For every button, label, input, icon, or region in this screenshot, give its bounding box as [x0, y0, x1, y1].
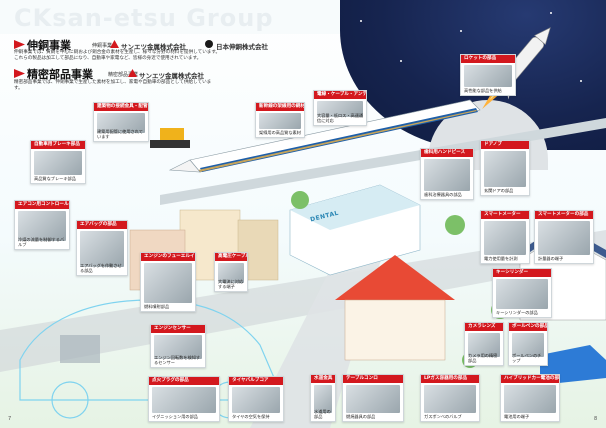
ballpen-image: [512, 333, 544, 357]
hv-image: [218, 263, 244, 283]
callout-ballpen: ボールペンの部品 ボールペンのチップ: [508, 322, 548, 366]
copper-section-title: 伸銅事業: [27, 39, 71, 52]
star: [360, 20, 362, 22]
valve-image: [18, 211, 66, 241]
callout-tire-valve: タイヤバルブコア タイヤの空気を保持: [228, 376, 284, 422]
copper-desc-1: 伸銅事業では、黄銅を中心に銅および銅合金の素材を生産し、様々な分野の材料を提供し…: [14, 50, 221, 55]
callout-engine-sensor: エンジンセンサー エンジン回転数を検知するセンサー: [150, 324, 206, 368]
callout-handpiece: 歯科用ハンドピース 歯科治療器具の部品: [420, 148, 474, 200]
callout-lp-gas: LPガス容器用の部品 ガスボンベのバルブ: [420, 374, 480, 422]
copper-flag-icon: [14, 40, 25, 49]
star: [460, 30, 462, 32]
callout-ignition: 点火プラグの部品 イグニッション用の部品: [148, 376, 220, 422]
train-wire-image: [259, 113, 301, 129]
callout-air-cond-valve: エアコン用コントロールバルブ 冷媒の流量を制御するバルブ: [14, 200, 70, 250]
handpiece-image: [424, 159, 470, 191]
precision-section-title: 精密部品事業: [27, 68, 93, 81]
tire-valve-image: [232, 387, 280, 413]
precision-desc: 精密部品事業では、伸銅事業で生産した素材を加工し、家電や自動車の部品として供給し…: [14, 80, 212, 91]
callout-building-fittings: 建築物の接続金具・配管 建築用配管に使用されています: [93, 102, 149, 142]
callout-cable: 電線・ケーブル・アンテナ用の材料 大容量・低ロス・高速通信に対応: [313, 90, 367, 126]
ignition-image: [152, 387, 216, 413]
door-knob-image: [484, 151, 526, 187]
fuel-image: [144, 263, 192, 303]
callout-gas-cooker: テーブルコンロ 燃焼器具の部品: [342, 374, 404, 422]
callout-hybrid-battery: ハイブリッドカー電池の部品 電池用の端子: [500, 374, 560, 422]
dental-sign: DENTAL: [309, 209, 340, 224]
callout-key-cylinder: キーシリンダー キーシリンダーの部品: [492, 268, 552, 318]
callout-brake: 自動車用ブレーキ部品 高品質なブレーキ部品: [30, 140, 86, 184]
callout-bullet-train: 新幹線の架線用の銅材 架線用の高品質な素材: [255, 102, 305, 138]
key-cylinder-image: [496, 279, 548, 309]
star: [400, 60, 402, 62]
copper-company-label: 伸銅事業: [92, 43, 113, 49]
sanetsu-logo-icon-2: [128, 69, 137, 77]
nippon-shindo-logo-icon: [205, 40, 213, 48]
callout-water-fitting: 水道金具 水道用の部品: [310, 374, 336, 422]
callout-high-voltage: 高電圧ケーブル用の端子 大電流に対応する端子: [214, 252, 248, 292]
callout-door-knob: ドアノブ 玄関ドアの部品: [480, 140, 530, 196]
callout-rocket-parts: ロケットの部品 高性能な部品を供給: [460, 54, 516, 96]
meter-parts-image: [538, 221, 590, 255]
water-fitting-image: [314, 385, 332, 413]
group-title: CKsan-etsu Group: [14, 4, 274, 32]
precision-company: サンエツ金属株式会社: [139, 72, 204, 80]
star: [440, 110, 442, 112]
precision-company-label: 精密部品事業: [108, 72, 139, 78]
callout-smart-meter: スマートメーター 電力使用量を計測: [480, 210, 530, 264]
airbag-image: [80, 231, 124, 267]
callout-airbag: エアバッグの部品 エアバッグを作動させる部品: [76, 220, 128, 276]
copper-company-a: サンエツ金属株式会社: [121, 43, 186, 51]
callout-camera-lens: カメラレンズ カメラ用の精密部品: [464, 322, 504, 366]
precision-flag-icon: [14, 69, 25, 78]
callout-fuel-injector: エンジンのフューエルインジェクター 燃料噴射部品: [140, 252, 196, 312]
page-number-left: 7: [8, 416, 12, 422]
cable-image: [317, 101, 363, 117]
copper-desc-2: これらの製品は加工して部品になり、自動車や家電など、皆様の身近で使用されています…: [14, 56, 202, 61]
lens-image: [468, 333, 500, 357]
cooker-image: [346, 385, 400, 413]
copper-company-b: 日本伸銅株式会社: [216, 43, 268, 51]
sensor-image: [154, 335, 202, 359]
brake-image: [34, 151, 82, 175]
callout-smart-meter-parts: スマートメーターの部品 計量器の端子: [534, 210, 594, 264]
hybrid-image: [504, 385, 556, 413]
sanetsu-logo-icon: [110, 40, 119, 48]
meter-image: [484, 221, 526, 255]
page-number-right: 8: [594, 416, 598, 422]
star: [580, 80, 582, 82]
star: [550, 12, 552, 14]
lp-gas-image: [424, 385, 476, 413]
fittings-image: [97, 113, 145, 133]
rocket-parts-image: [464, 65, 512, 87]
